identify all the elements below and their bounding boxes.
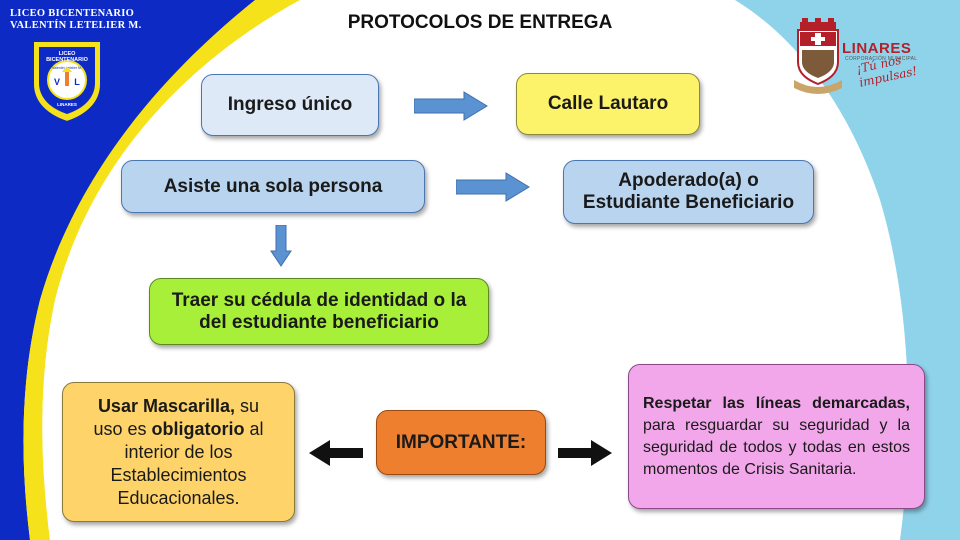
- apoderado-box: Apoderado(a) o Estudiante Beneficiario: [563, 160, 814, 224]
- ingreso-box: Ingreso único: [201, 74, 379, 136]
- importante-box: IMPORTANTE:: [376, 410, 546, 475]
- arrow-left-icon: [309, 440, 363, 466]
- logo-initial-l: L: [74, 77, 80, 87]
- importante-label: IMPORTANTE:: [395, 431, 527, 453]
- mascarilla-text-3: al interior de los Establecimientos Educ…: [110, 418, 264, 508]
- logo-bicentenario-text: BICENTENARIO: [46, 57, 89, 63]
- asiste-box: Asiste una sola persona: [121, 160, 425, 213]
- traer-line1: Traer su cédula de identidad o la: [171, 289, 467, 311]
- mascarilla-text: Usar Mascarilla, su uso es obligatorio a…: [77, 395, 280, 510]
- arrow-right-icon: [414, 91, 488, 121]
- mascarilla-text-2: uso es: [93, 418, 152, 439]
- school-name-line2: VALENTÍN LETELIER M.: [10, 20, 142, 31]
- mascarilla-box: Usar Mascarilla, su uso es obligatorio a…: [62, 382, 295, 522]
- arrow-right-black-icon: [558, 440, 612, 466]
- calle-box: Calle Lautaro: [516, 73, 700, 135]
- school-name-line1: LICEO BICENTENARIO: [10, 8, 135, 19]
- logo-initial-v: V: [54, 77, 60, 87]
- respetar-text-1: para resguardar su seguridad y la seguri…: [643, 416, 910, 478]
- asiste-label: Asiste una sola persona: [163, 175, 383, 197]
- mascarilla-bold-2: obligatorio: [151, 418, 245, 439]
- left-blue-band: [0, 0, 300, 540]
- municipal-subtitle: CORPORACIÓN MUNICIPAL: [845, 56, 918, 62]
- logo-arc-text: Valentín Letelier M.: [52, 66, 82, 70]
- calle-label: Calle Lautaro: [547, 93, 669, 114]
- school-logo: LICEO BICENTENARIO Valentín Letelier M. …: [32, 40, 102, 124]
- apoderado-line1: Apoderado(a) o: [618, 170, 759, 191]
- ingreso-label: Ingreso único: [227, 94, 353, 115]
- left-white-stripe: [42, 0, 321, 540]
- right-light-blue-band: [735, 0, 960, 540]
- school-name: LICEO BICENTENARIO VALENTÍN LETELIER M.: [10, 8, 142, 32]
- municipal-crest-icon: [794, 18, 842, 94]
- mascarilla-text-1: su: [235, 395, 260, 416]
- apoderado-line2: Estudiante Beneficiario: [582, 192, 795, 213]
- municipal-name: LINARES: [842, 40, 912, 57]
- respetar-text: Respetar las líneas demarcadas, para res…: [643, 393, 910, 481]
- logo-linares-text: LINARES: [57, 102, 77, 107]
- respetar-bold: Respetar las líneas demarcadas,: [643, 394, 910, 412]
- traer-box: Traer su cédula de identidad o la del es…: [149, 278, 489, 345]
- logo-liceo-text: LICEO: [59, 51, 77, 57]
- traer-line2: del estudiante beneficiario: [199, 311, 439, 333]
- mascarilla-bold-1: Usar Mascarilla,: [97, 395, 236, 416]
- arrow-right-icon: [456, 172, 530, 202]
- respetar-box: Respetar las líneas demarcadas, para res…: [628, 364, 925, 509]
- page-title: PROTOCOLOS DE ENTREGA: [347, 12, 613, 33]
- arrow-down-icon: [270, 225, 292, 267]
